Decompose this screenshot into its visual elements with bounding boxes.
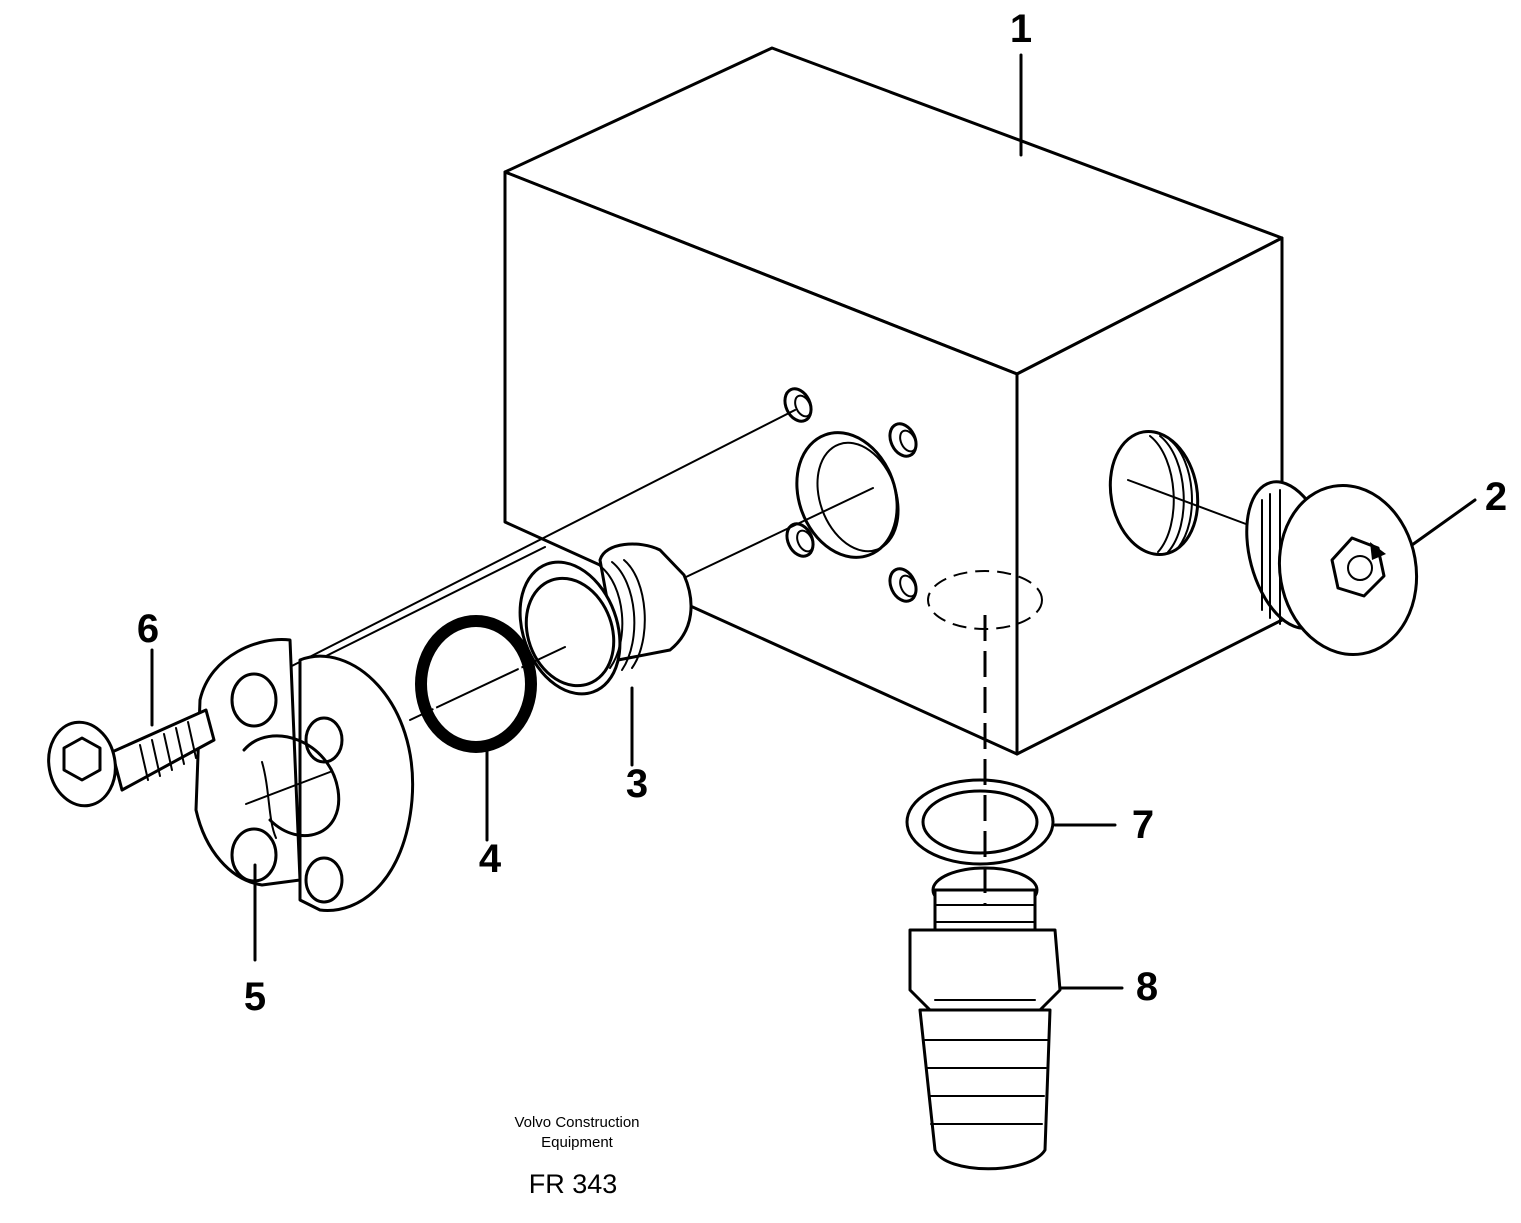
bolt-part-6 xyxy=(47,708,216,808)
plug-part-2 xyxy=(1127,479,1419,657)
callout-5: 5 xyxy=(244,975,266,1019)
callout-2: 2 xyxy=(1485,475,1507,519)
figure-code: FR 343 xyxy=(529,1169,618,1199)
callout-4: 4 xyxy=(479,837,502,881)
callout-3: 3 xyxy=(626,762,648,806)
hose-nipple-part-8 xyxy=(908,615,1062,1171)
callout-7: 7 xyxy=(1132,803,1154,847)
connector-part-3 xyxy=(518,487,874,696)
credit-line-1: Volvo Construction xyxy=(514,1114,639,1131)
o-ring-part-4 xyxy=(409,615,566,753)
leader-2 xyxy=(1410,498,1477,547)
washer-part-7 xyxy=(905,778,1055,866)
callout-8: 8 xyxy=(1136,965,1158,1009)
credit-line-2: Equipment xyxy=(541,1134,614,1151)
valve-block xyxy=(503,46,1284,756)
split-flange-part-5 xyxy=(194,409,796,912)
callout-1: 1 xyxy=(1010,7,1032,51)
callout-6: 6 xyxy=(137,607,159,651)
